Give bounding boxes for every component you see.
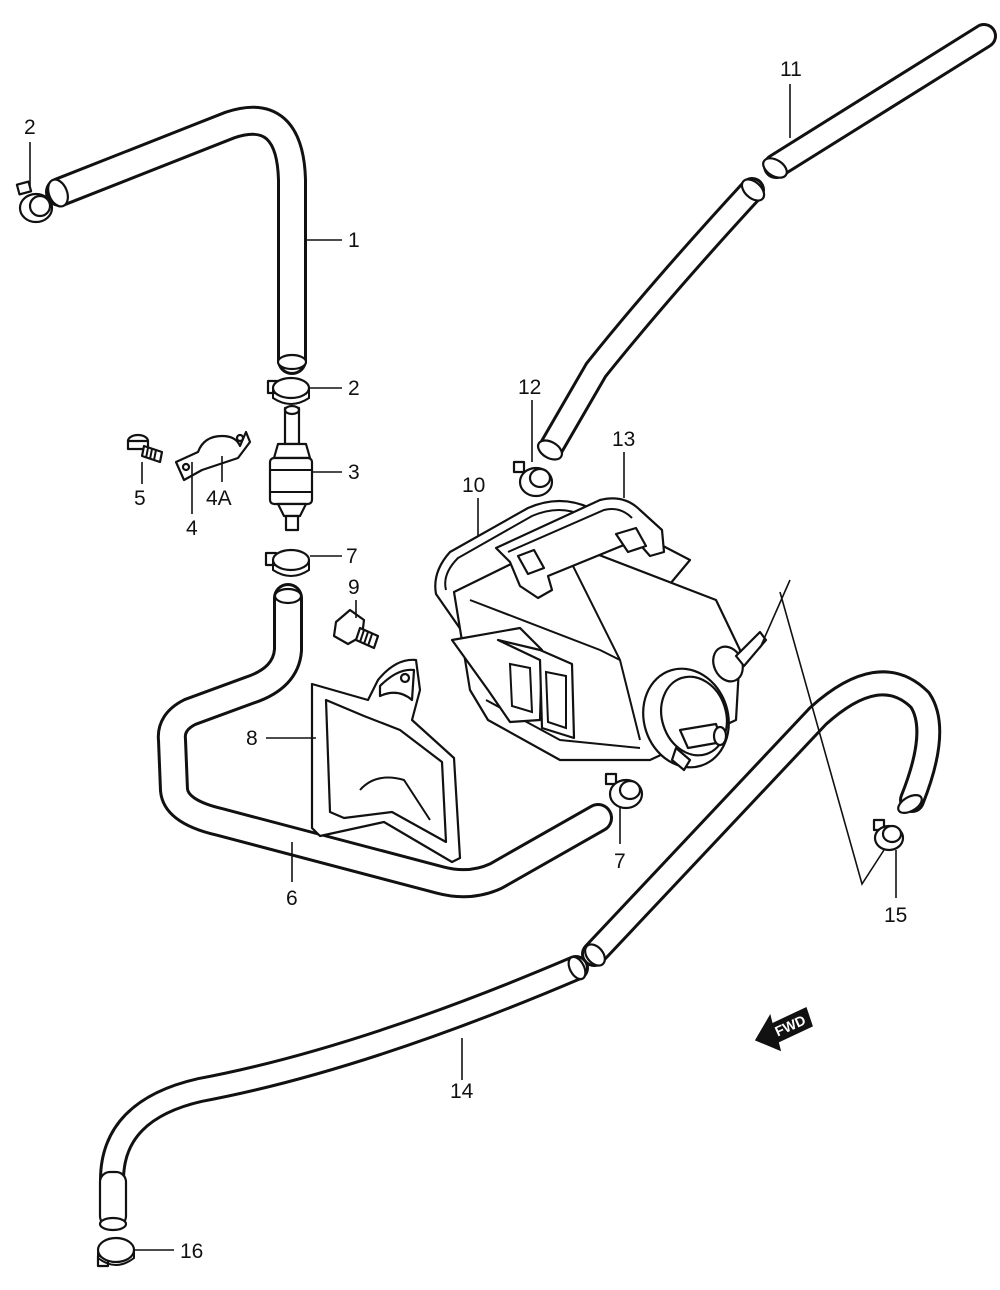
clamp-2-top <box>15 180 54 224</box>
clamp-7-bottom <box>604 772 644 810</box>
clamp-2-mid <box>266 376 311 405</box>
leader-lines <box>29 84 897 1251</box>
bracket-4 <box>174 430 252 482</box>
callout-labels: 2 1 2 3 7 5 4 4A 9 8 6 10 12 13 11 7 14 … <box>24 58 907 1263</box>
callout-13: 13 <box>612 428 635 451</box>
bracket-8 <box>310 658 462 864</box>
callout-8: 8 <box>246 727 258 750</box>
clamp-15 <box>872 818 905 852</box>
callout-16: 16 <box>180 1240 203 1263</box>
callout-10: 10 <box>462 474 485 497</box>
callout-12: 12 <box>518 376 541 399</box>
callout-2-mid: 2 <box>348 377 360 400</box>
bolt-5 <box>126 433 164 464</box>
callout-15: 15 <box>884 904 907 927</box>
bolt-9 <box>332 608 380 650</box>
callout-1: 1 <box>348 229 360 252</box>
callout-7-top: 7 <box>346 545 358 568</box>
callout-5: 5 <box>134 487 146 510</box>
callout-2-top: 2 <box>24 116 36 139</box>
hose-11 <box>536 23 997 461</box>
clamp-12 <box>512 460 554 498</box>
reference-lines <box>759 579 885 886</box>
hose-1 <box>45 105 308 375</box>
clamp-7-top <box>264 548 311 577</box>
clamp-16 <box>96 1236 136 1268</box>
callout-7-bottom: 7 <box>614 850 626 873</box>
fuel-filter-3 <box>268 404 314 532</box>
callout-14: 14 <box>450 1080 474 1103</box>
hose-14 <box>98 670 942 1232</box>
callout-6: 6 <box>286 887 298 910</box>
callout-11: 11 <box>780 58 802 81</box>
holder-13 <box>494 497 666 600</box>
callout-9: 9 <box>348 576 360 599</box>
callout-4a: 4A <box>206 487 232 510</box>
hose-6 <box>156 583 613 899</box>
callout-3: 3 <box>348 461 360 484</box>
fwd-arrow-icon: FWD <box>754 1006 813 1052</box>
callout-4: 4 <box>186 517 198 540</box>
